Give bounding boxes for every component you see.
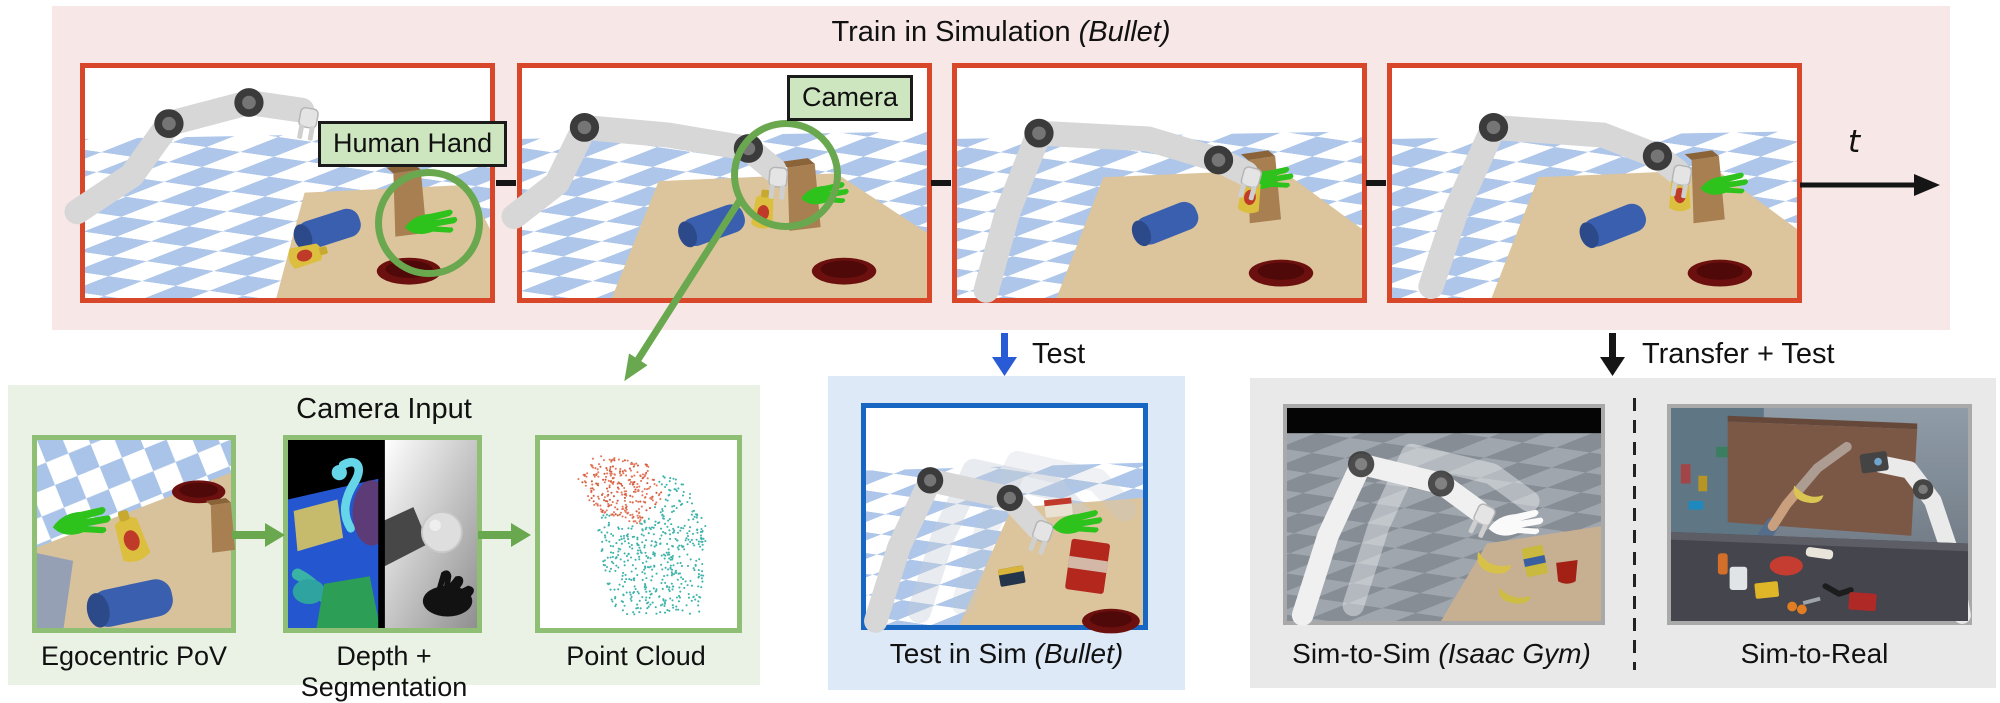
camera-label: Camera xyxy=(787,75,914,121)
test-down-arrow-icon xyxy=(992,333,1017,376)
test-caption-main: Test in Sim xyxy=(889,638,1035,669)
point-cloud-caption: Point Cloud xyxy=(566,641,706,671)
sim-to-sim-image xyxy=(1283,404,1605,626)
test-in-sim-panel: Test in Sim (Bullet) xyxy=(828,376,1185,690)
camera-pointer-arrow-icon xyxy=(624,198,743,382)
human-hand-label: Human Hand xyxy=(318,121,508,167)
test-caption-engine: (Bullet) xyxy=(1034,638,1124,669)
sim2sim-caption-engine: (Isaac Gym) xyxy=(1438,638,1591,669)
human-hand-circle-annotation xyxy=(375,169,483,277)
egocentric-pov-image xyxy=(32,435,236,633)
sim2sim-caption-main: Sim-to-Sim xyxy=(1292,638,1439,669)
test-in-sim-caption: Test in Sim (Bullet) xyxy=(828,638,1185,670)
test-arrow-label: Test xyxy=(1032,338,1086,370)
sim-to-real-image xyxy=(1667,404,1972,625)
frame-connector-dash xyxy=(1366,180,1386,186)
transfer-arrow-label: Transfer + Test xyxy=(1642,338,1835,370)
transfer-panel: Sim-to-Sim (Isaac Gym) Sim-to-Real xyxy=(1250,378,1996,688)
sim-frame-3 xyxy=(952,63,1367,303)
camera-input-title: Camera Input xyxy=(296,393,472,425)
sim-to-real-caption: Sim-to-Real xyxy=(1633,638,1996,670)
time-axis-label: t xyxy=(1848,124,1861,160)
point-cloud-image xyxy=(535,435,742,633)
camera-input-panel: Camera Input Egocentric PoV Depth + Segm… xyxy=(8,385,760,702)
sim-frame-4 xyxy=(1387,63,1802,303)
sim2real-caption-main: Sim-to-Real xyxy=(1740,638,1889,669)
camera-circle-annotation xyxy=(731,120,841,230)
transfer-down-arrow-icon xyxy=(1600,333,1625,376)
time-arrow-icon xyxy=(1800,174,1940,196)
test-in-sim-image xyxy=(861,403,1148,634)
train-panel-title: Train in Simulation (Bullet) xyxy=(52,16,1950,49)
pipeline-arrow-icon xyxy=(232,523,285,547)
dashed-divider xyxy=(1633,398,1636,670)
depth-segmentation-image xyxy=(283,435,482,633)
egocentric-pov-caption: Egocentric PoV xyxy=(40,641,228,671)
pipeline-arrow-icon xyxy=(478,523,531,547)
train-title-main: Train in Simulation xyxy=(831,16,1079,48)
frame-connector-dash xyxy=(496,180,516,186)
frame-connector-dash xyxy=(931,180,951,186)
train-title-engine: (Bullet) xyxy=(1078,16,1171,48)
depth-segmentation-caption: Depth + Segmentation xyxy=(300,641,468,702)
sim-to-sim-caption: Sim-to-Sim (Isaac Gym) xyxy=(1250,638,1633,670)
